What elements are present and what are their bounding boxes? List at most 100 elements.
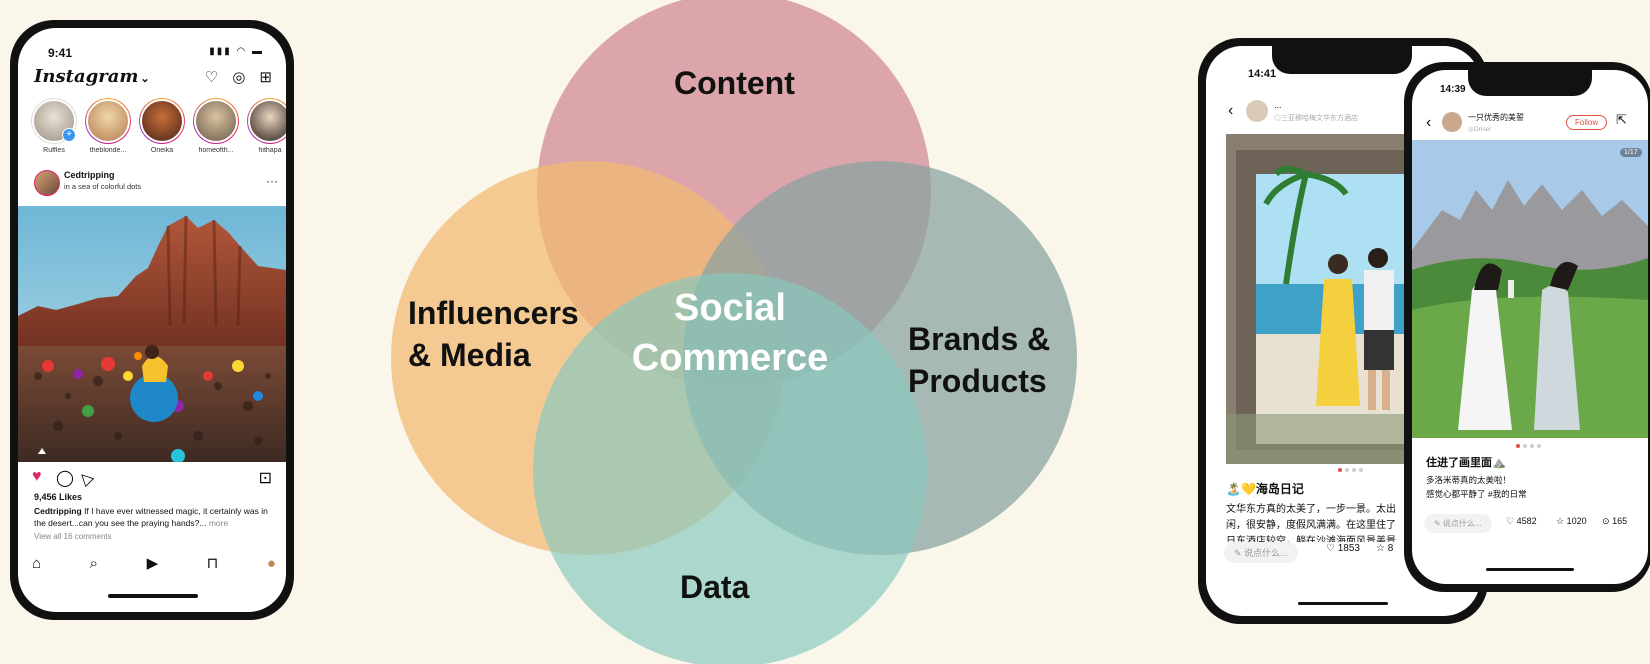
author-name[interactable]: ... xyxy=(1274,100,1282,110)
post-body-line: 闲，很安静，度假风满满。在这里住了 xyxy=(1226,520,1396,531)
caption-more-link[interactable]: more xyxy=(206,518,229,528)
post-body-line: 文华东方真的太美了，一步一景。太出 xyxy=(1226,504,1396,515)
back-arrow-icon[interactable]: ‹ xyxy=(1228,102,1234,119)
desert-photo xyxy=(18,206,286,462)
top-action-icons: ♡ ◎ ⊞ xyxy=(205,68,272,86)
xiaohongshu-phone-front: 14:39 ‹ 一只优秀的美誓 ◎Orisel Follow ⇱ 1/17 住进… xyxy=(1404,62,1650,592)
post-location: ◎Orisel xyxy=(1468,126,1491,133)
search-icon[interactable]: ⌕ xyxy=(89,554,99,572)
caption-username[interactable]: Cedtripping xyxy=(34,506,82,516)
xiaohongshu-phone-back: 14:41 ‹ ... ◎三亚穆哈梅文华东方酒店 xyxy=(1198,38,1488,624)
shop-icon[interactable]: ⊓ xyxy=(206,555,219,572)
phone-notch xyxy=(1468,70,1592,96)
collect-button[interactable]: ☆ 1020 xyxy=(1556,516,1587,527)
venn-label-brands-line2: Products xyxy=(908,363,1047,399)
status-time: 14:41 xyxy=(1248,68,1277,80)
like-button[interactable]: ♡ 4582 xyxy=(1506,516,1537,527)
heart-icon: ♡ xyxy=(1326,543,1335,554)
instagram-logo-text: Instagram xyxy=(34,66,139,87)
collect-button[interactable]: ☆ 8 xyxy=(1376,543,1393,554)
venn-label-data: Data xyxy=(680,569,750,605)
story-name: hithapa xyxy=(258,147,282,154)
like-count: 1853 xyxy=(1337,543,1360,554)
home-indicator xyxy=(1486,568,1574,571)
home-icon[interactable]: ⌂ xyxy=(32,554,42,572)
caption-text: If I have ever witnessed magic, it certa… xyxy=(34,506,268,528)
follow-button[interactable]: Follow xyxy=(1566,115,1608,130)
venn-label-content: Content xyxy=(674,65,795,101)
like-heart-icon[interactable]: ♥ xyxy=(32,468,42,485)
story-name: Ruffles xyxy=(43,147,65,154)
more-options-icon[interactable]: ··· xyxy=(266,174,278,188)
post-photo[interactable] xyxy=(18,206,286,462)
venn-label-influencers-line1: Influencers xyxy=(408,295,579,331)
story-item[interactable]: + Ruffles xyxy=(28,98,80,154)
post-location: in a sea of colorful dots xyxy=(64,182,142,191)
status-time: 14:39 xyxy=(1440,84,1466,95)
post-action-bar: ♥ ◯ ◁ ⊡ xyxy=(32,467,272,489)
messenger-icon[interactable]: ◎ xyxy=(232,69,246,86)
new-post-icon[interactable]: ⊞ xyxy=(259,69,272,86)
comments-button[interactable]: ⊙ 165 xyxy=(1602,516,1627,527)
reels-icon[interactable]: ▶ xyxy=(146,555,159,572)
status-icons: ▮▮▮ ◠ ▬ xyxy=(209,46,264,57)
comment-icon[interactable]: ◯ xyxy=(56,470,74,487)
carousel-dots xyxy=(1338,468,1363,472)
carousel-dots xyxy=(1516,444,1541,448)
venn-circle-data xyxy=(533,273,927,664)
story-item[interactable]: homeofth... xyxy=(190,98,242,154)
post-body-line: 日东酒店较空，躺在沙滩海面风景美景 xyxy=(1226,536,1396,542)
view-comments-link[interactable]: View all 16 comments xyxy=(34,532,112,541)
star-icon: ☆ xyxy=(1376,543,1385,554)
story-name: homeofth... xyxy=(198,147,234,154)
beach-couple-photo xyxy=(1226,134,1480,464)
phone-notch xyxy=(1272,46,1412,74)
heart-icon: ♡ xyxy=(1506,516,1515,526)
comment-bubble-icon: ⊙ xyxy=(1602,516,1610,526)
venn-label-influencers-line2: & Media xyxy=(408,337,531,373)
likes-count[interactable]: 9,456 Likes xyxy=(34,492,83,502)
post-location: ◎三亚穆哈梅文华东方酒店 xyxy=(1274,115,1358,122)
star-icon: ☆ xyxy=(1556,516,1565,526)
comment-input[interactable]: ✎ 说点什么... xyxy=(1224,542,1298,563)
instagram-logo[interactable]: Instagram⌄ xyxy=(34,66,150,87)
instagram-phone-mockup: 9:41 ▮▮▮ ◠ ▬ Instagram⌄ ♡ ◎ ⊞ + Ruffles … xyxy=(10,20,294,620)
post-body: 文华东方真的太美了，一步一景。太出 闲，很安静，度假风满满。在这里住了 日东酒店… xyxy=(1226,502,1396,542)
collect-count: 1020 xyxy=(1566,516,1587,526)
venn-diagram xyxy=(391,0,1077,664)
story-name: Oneika xyxy=(150,147,174,154)
post-photo[interactable] xyxy=(1412,140,1648,438)
xhs-front-screen: 14:39 ‹ 一只优秀的美誓 ◎Orisel Follow ⇱ 1/17 住进… xyxy=(1412,70,1648,584)
post-title: 🏝️💛海岛日记 xyxy=(1226,482,1304,496)
share-icon[interactable]: ⇱ xyxy=(1616,112,1627,127)
profile-icon[interactable]: ● xyxy=(266,554,276,572)
avatar[interactable] xyxy=(34,170,60,196)
story-item[interactable]: Oneika xyxy=(136,98,188,154)
share-icon[interactable]: ◁ xyxy=(75,467,97,489)
home-indicator xyxy=(1298,602,1388,605)
author-name[interactable]: 一只优秀的美誓 xyxy=(1468,113,1524,122)
post-photo[interactable] xyxy=(1226,134,1480,464)
bookmark-icon[interactable]: ⊡ xyxy=(258,470,272,487)
comment-count: 165 xyxy=(1612,516,1628,526)
collect-count: 8 xyxy=(1387,543,1394,554)
bottom-nav: ⌂ ⌕ ▶ ⊓ ● xyxy=(32,551,276,575)
story-item[interactable]: theblonde... xyxy=(82,98,134,154)
comment-input[interactable]: ✎ 说点什么... xyxy=(1424,514,1492,533)
home-indicator xyxy=(108,594,198,598)
notifications-heart-icon[interactable]: ♡ xyxy=(204,69,219,86)
post-body-text: 感觉心都平静了 #我的日常 xyxy=(1426,489,1527,499)
back-arrow-icon[interactable]: ‹ xyxy=(1426,114,1432,131)
instagram-screen: 9:41 ▮▮▮ ◠ ▬ Instagram⌄ ♡ ◎ ⊞ + Ruffles … xyxy=(18,28,286,612)
chevron-down-icon: ⌄ xyxy=(140,72,150,85)
story-item[interactable]: hithapa xyxy=(244,98,286,154)
post-username[interactable]: Cedtripping xyxy=(64,170,115,180)
post-body-line: 感觉心都平静了 #我的日常 xyxy=(1426,488,1527,500)
avatar[interactable] xyxy=(1246,100,1268,122)
like-button[interactable]: ♡ 1853 xyxy=(1326,543,1360,554)
post-title: 住进了画里面⛰️ xyxy=(1426,457,1506,469)
avatar[interactable] xyxy=(1442,112,1462,132)
add-story-icon[interactable]: + xyxy=(62,128,76,142)
post-header: Cedtripping in a sea of colorful dots ··… xyxy=(34,168,284,198)
like-count: 4582 xyxy=(1516,516,1537,526)
